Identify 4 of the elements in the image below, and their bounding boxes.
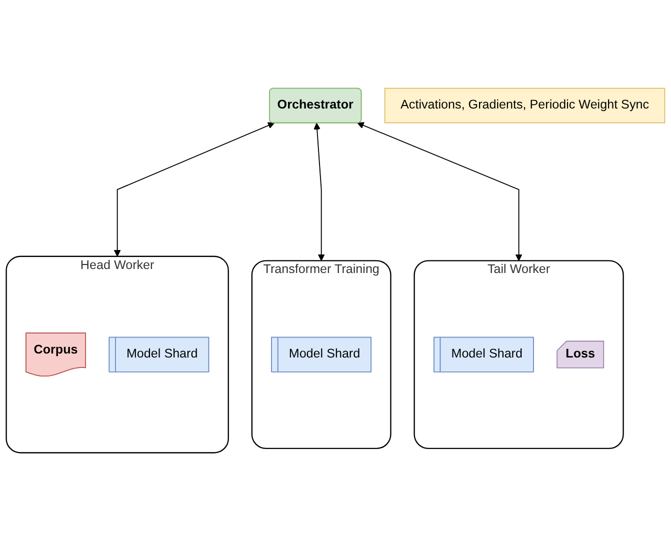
node-box: Activations, Gradients, Periodic Weight Sync (384, 88, 666, 124)
arrow (314, 122, 325, 261)
arrow (114, 122, 275, 257)
arrow (357, 122, 522, 261)
